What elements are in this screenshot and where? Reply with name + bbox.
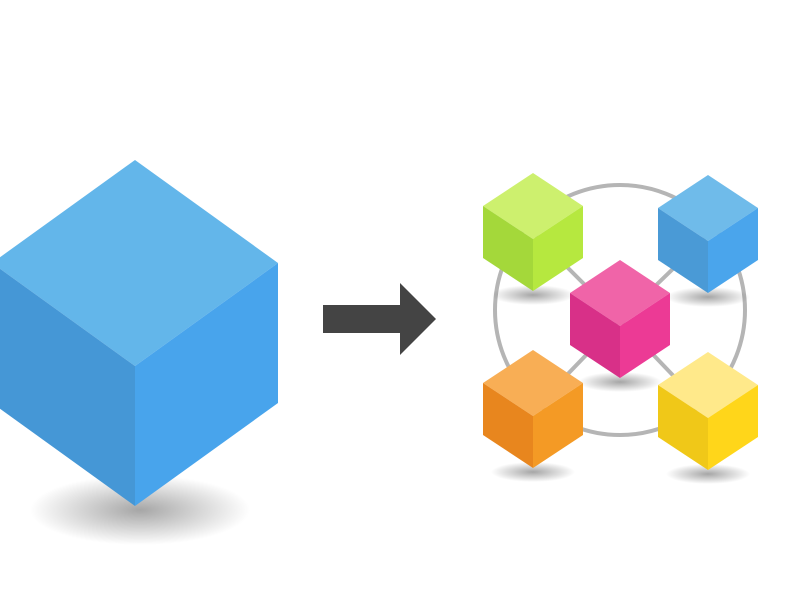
green-cube-icon-left-face	[483, 206, 533, 291]
pink-cube-icon-right-face	[620, 293, 670, 378]
yellow-cube-icon-left-face	[658, 385, 708, 470]
cube-shadow	[491, 285, 575, 305]
green-cube-icon	[483, 173, 583, 291]
monolith-cube-top-face	[0, 160, 278, 366]
blue-cube-icon-left-face	[658, 208, 708, 293]
yellow-cube-icon-right-face	[708, 385, 758, 470]
monolith-cube-left-face	[0, 268, 135, 506]
orange-cube-icon	[483, 350, 583, 468]
blue-cube-icon	[658, 175, 758, 293]
cube-shadow	[666, 464, 750, 484]
monolith-shadow	[30, 475, 250, 545]
cube-shadow	[666, 287, 750, 307]
orange-cube-icon-left-face	[483, 383, 533, 468]
blue-cube-icon-right-face	[708, 208, 758, 293]
green-cube-icon-right-face	[533, 206, 583, 291]
right-arrow-icon	[323, 283, 436, 355]
pink-cube-icon	[570, 260, 670, 378]
pink-cube-icon-left-face	[570, 293, 620, 378]
cube-shadow	[491, 462, 575, 482]
monolith-cube	[0, 160, 278, 506]
monolith-cube-right-face	[135, 263, 278, 506]
service-ring	[493, 183, 747, 437]
orange-cube-icon-right-face	[533, 383, 583, 468]
cube-shadow	[578, 372, 662, 392]
large-cube-icon	[0, 160, 278, 506]
microservice-cubes	[483, 173, 758, 484]
yellow-cube-icon	[658, 352, 758, 470]
